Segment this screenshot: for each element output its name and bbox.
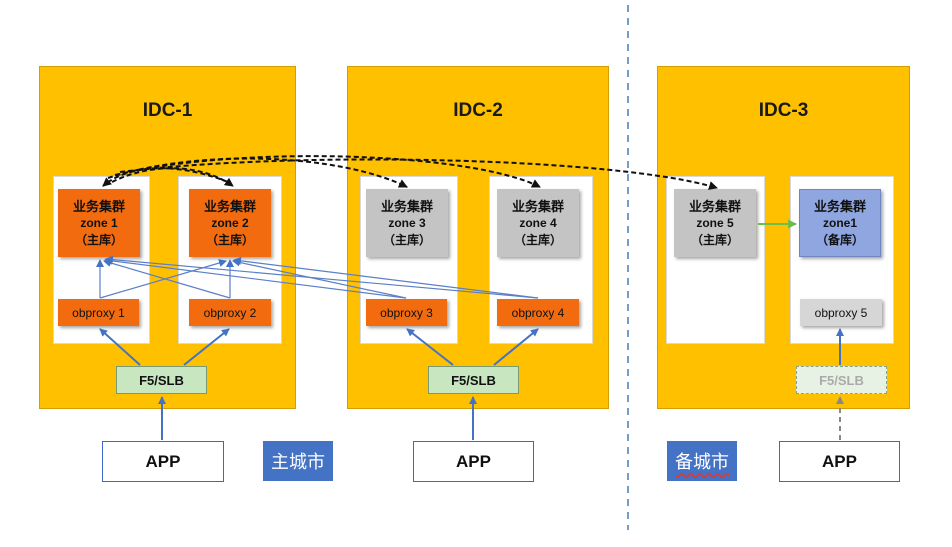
idc-2-title: IDC-2 bbox=[453, 100, 503, 121]
obproxy-3: obproxy 3 bbox=[366, 299, 447, 326]
backup-city-label: 备城市 bbox=[667, 441, 737, 481]
zone-id: zone 4 bbox=[519, 215, 557, 230]
idc-1-title: IDC-1 bbox=[142, 100, 193, 121]
zone-2-cluster: 业务集群 zone 2 （主库） bbox=[189, 189, 271, 257]
zone-cluster-name: 业务集群 bbox=[813, 198, 866, 214]
app-box-1: APP bbox=[102, 441, 224, 482]
zone-cluster-name: 业务集群 bbox=[380, 198, 433, 214]
primary-city-label: 主城市 bbox=[263, 441, 333, 481]
idc-2-slb: F5/SLB bbox=[428, 366, 519, 394]
zone-cluster-name: 业务集群 bbox=[203, 198, 256, 214]
obproxy-4: obproxy 4 bbox=[497, 299, 579, 326]
zone-role: （主库） bbox=[205, 232, 254, 247]
zone-role: （主库） bbox=[690, 232, 739, 247]
zone-id: zone 2 bbox=[211, 215, 249, 230]
idc-3-slb: F5/SLB bbox=[796, 366, 887, 394]
zone-role: （备库） bbox=[815, 232, 864, 247]
zone-role: （主库） bbox=[74, 232, 123, 247]
backup-city-text: 备城市 bbox=[675, 452, 729, 472]
zone-cluster-name: 业务集群 bbox=[72, 198, 125, 214]
zone-cluster-name: 业务集群 bbox=[511, 198, 564, 214]
zone-standby-cluster: 业务集群 zone1 （备库） bbox=[799, 189, 881, 257]
obproxy-2: obproxy 2 bbox=[189, 299, 271, 326]
zone-role: （主库） bbox=[382, 232, 431, 247]
app-box-2: APP bbox=[413, 441, 534, 482]
zone-4-cluster: 业务集群 zone 4 （主库） bbox=[497, 189, 579, 257]
zone-5-cluster: 业务集群 zone 5 （主库） bbox=[674, 189, 756, 257]
zone-id: zone 5 bbox=[696, 215, 734, 230]
zone-1-cluster: 业务集群 zone 1 （主库） bbox=[58, 189, 140, 257]
idc-3-title: IDC-3 bbox=[758, 100, 809, 121]
obproxy-1: obproxy 1 bbox=[58, 299, 139, 326]
zone-role: （主库） bbox=[513, 232, 562, 247]
zone-id: zone 1 bbox=[80, 215, 118, 230]
app-box-3: APP bbox=[779, 441, 900, 482]
zone-cluster-name: 业务集群 bbox=[688, 198, 741, 214]
idc-1-slb: F5/SLB bbox=[116, 366, 207, 394]
zone-id: zone 3 bbox=[388, 215, 426, 230]
zone-3-cluster: 业务集群 zone 3 （主库） bbox=[366, 189, 448, 257]
obproxy-5: obproxy 5 bbox=[800, 299, 882, 326]
zone-id: zone1 bbox=[822, 215, 857, 230]
